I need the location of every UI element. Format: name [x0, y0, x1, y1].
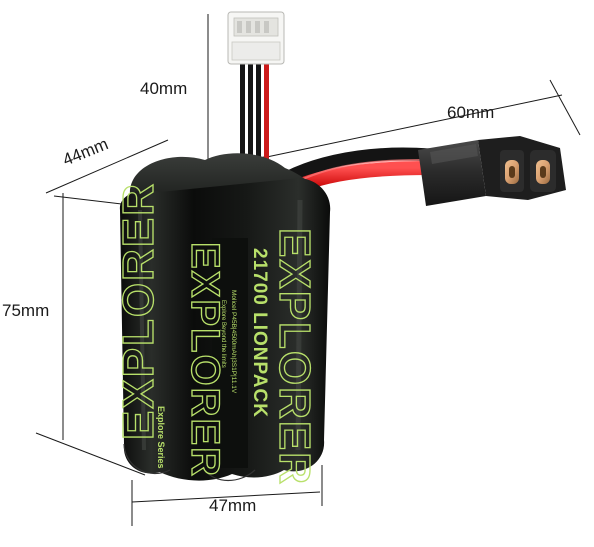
dimension-label-40mm: 40mm [140, 79, 188, 98]
brand-text-left: EXPLORER [114, 182, 163, 440]
balance-connector [227, 11, 285, 65]
dim-47-line [131, 491, 321, 503]
brand-text-middle: EXPLORER [183, 242, 227, 478]
dimension-label-47mm: 47mm [209, 496, 257, 515]
dim-75-tick-bottom [35, 432, 146, 476]
slogan-text: Explore Beyond the limits [220, 300, 226, 368]
dimension-label-60mm: 60mm [447, 103, 495, 122]
battery-pack [119, 153, 331, 482]
dim-60-line [261, 94, 563, 159]
dimension-label-75mm: 75mm [2, 301, 50, 320]
brand-text-right: EXPLORER [270, 228, 319, 486]
label-panel [212, 238, 248, 468]
dim-44-line [45, 139, 169, 194]
power-connector [418, 136, 566, 206]
spec-text: Molicel P45B|4500mAh|3S1P|11.1V [230, 290, 237, 394]
series-text: Explore Series [156, 406, 166, 469]
model-text: 21700 LIONPACK [249, 248, 270, 418]
dim-60-tick-right [549, 79, 581, 136]
balance-wires [240, 62, 269, 182]
battery-graphics: EXPLORER EXPLORER EXPLORER 21700 LIONPAC… [113, 181, 319, 486]
